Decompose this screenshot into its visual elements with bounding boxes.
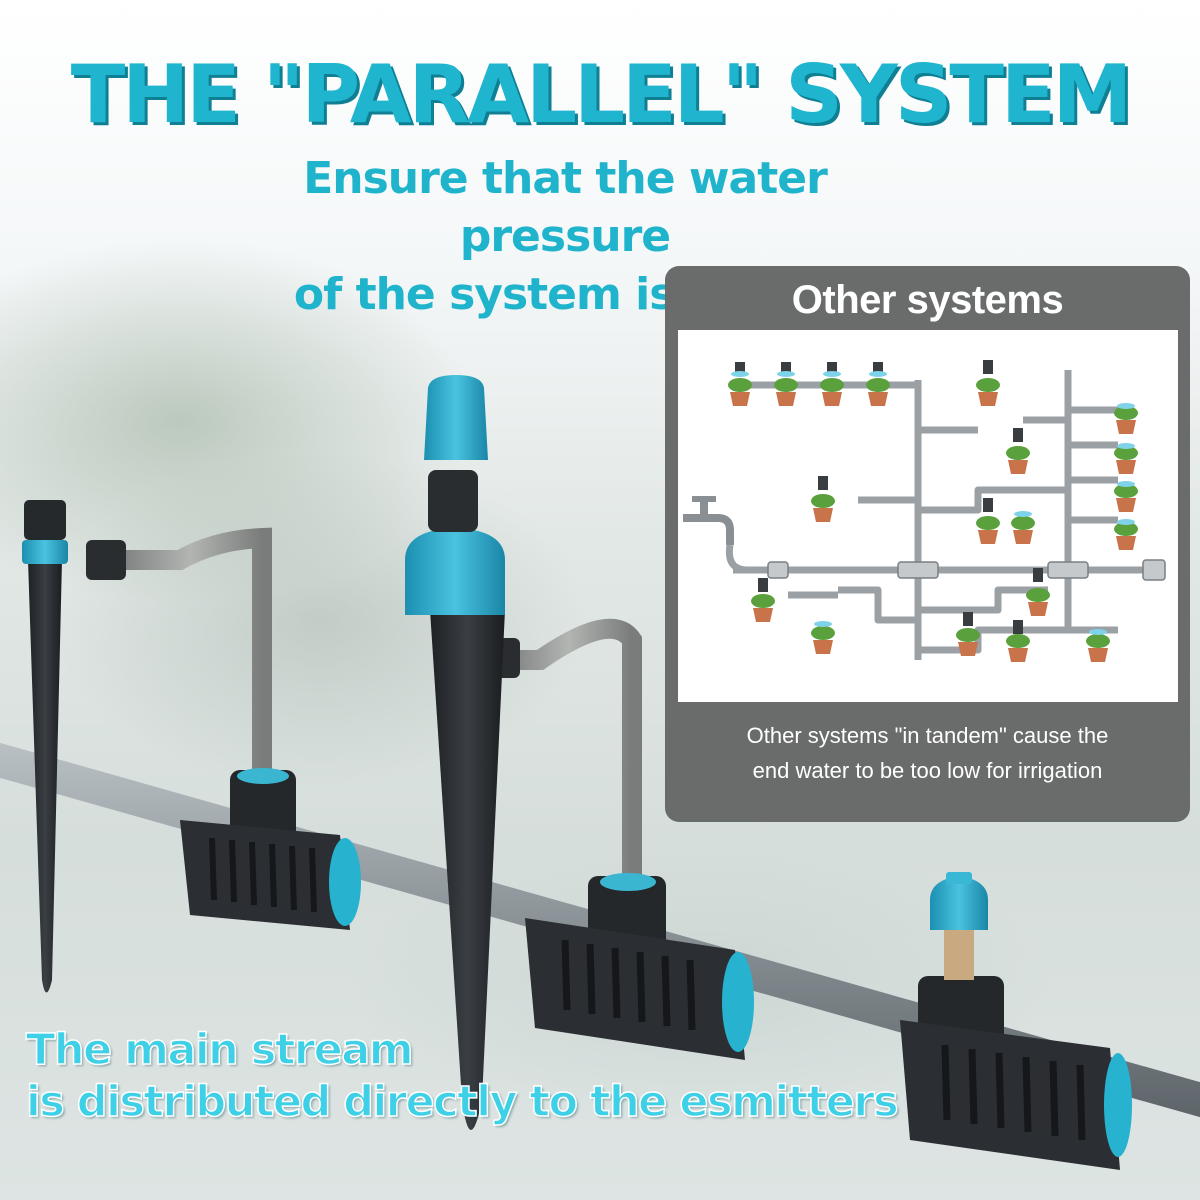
- page-title: THE "PARALLEL" SYSTEM: [70, 48, 1133, 141]
- stake-emitter-left: [22, 500, 272, 993]
- caption-line-2: end water to be too low for irrigation: [752, 758, 1103, 783]
- tandem-system-diagram: [678, 330, 1178, 702]
- panel-title: Other systems: [791, 278, 1064, 322]
- caption-line-main-stream: The main stream: [25, 1024, 414, 1076]
- main-stream-caption: The main stream is distributed directly …: [25, 1024, 906, 1128]
- subtitle-line-1: Ensure that the water pressure: [303, 153, 828, 262]
- faucet-icon: [683, 496, 749, 574]
- caption-line-distributed: is distributed directly to the esmitters: [25, 1076, 899, 1128]
- tee-fitting-1: [180, 768, 361, 930]
- caption-line-1: Other systems "in tandem" cause the: [746, 723, 1109, 748]
- potted-plant-icons: [728, 360, 1138, 662]
- panel-caption: Other systems "in tandem" cause the end …: [695, 718, 1160, 788]
- tee-fitting-2: [525, 873, 754, 1060]
- other-systems-panel: Other systems: [665, 266, 1190, 822]
- tee-fitting-3: [900, 872, 1132, 1170]
- stake-emitter-center: [405, 375, 642, 1130]
